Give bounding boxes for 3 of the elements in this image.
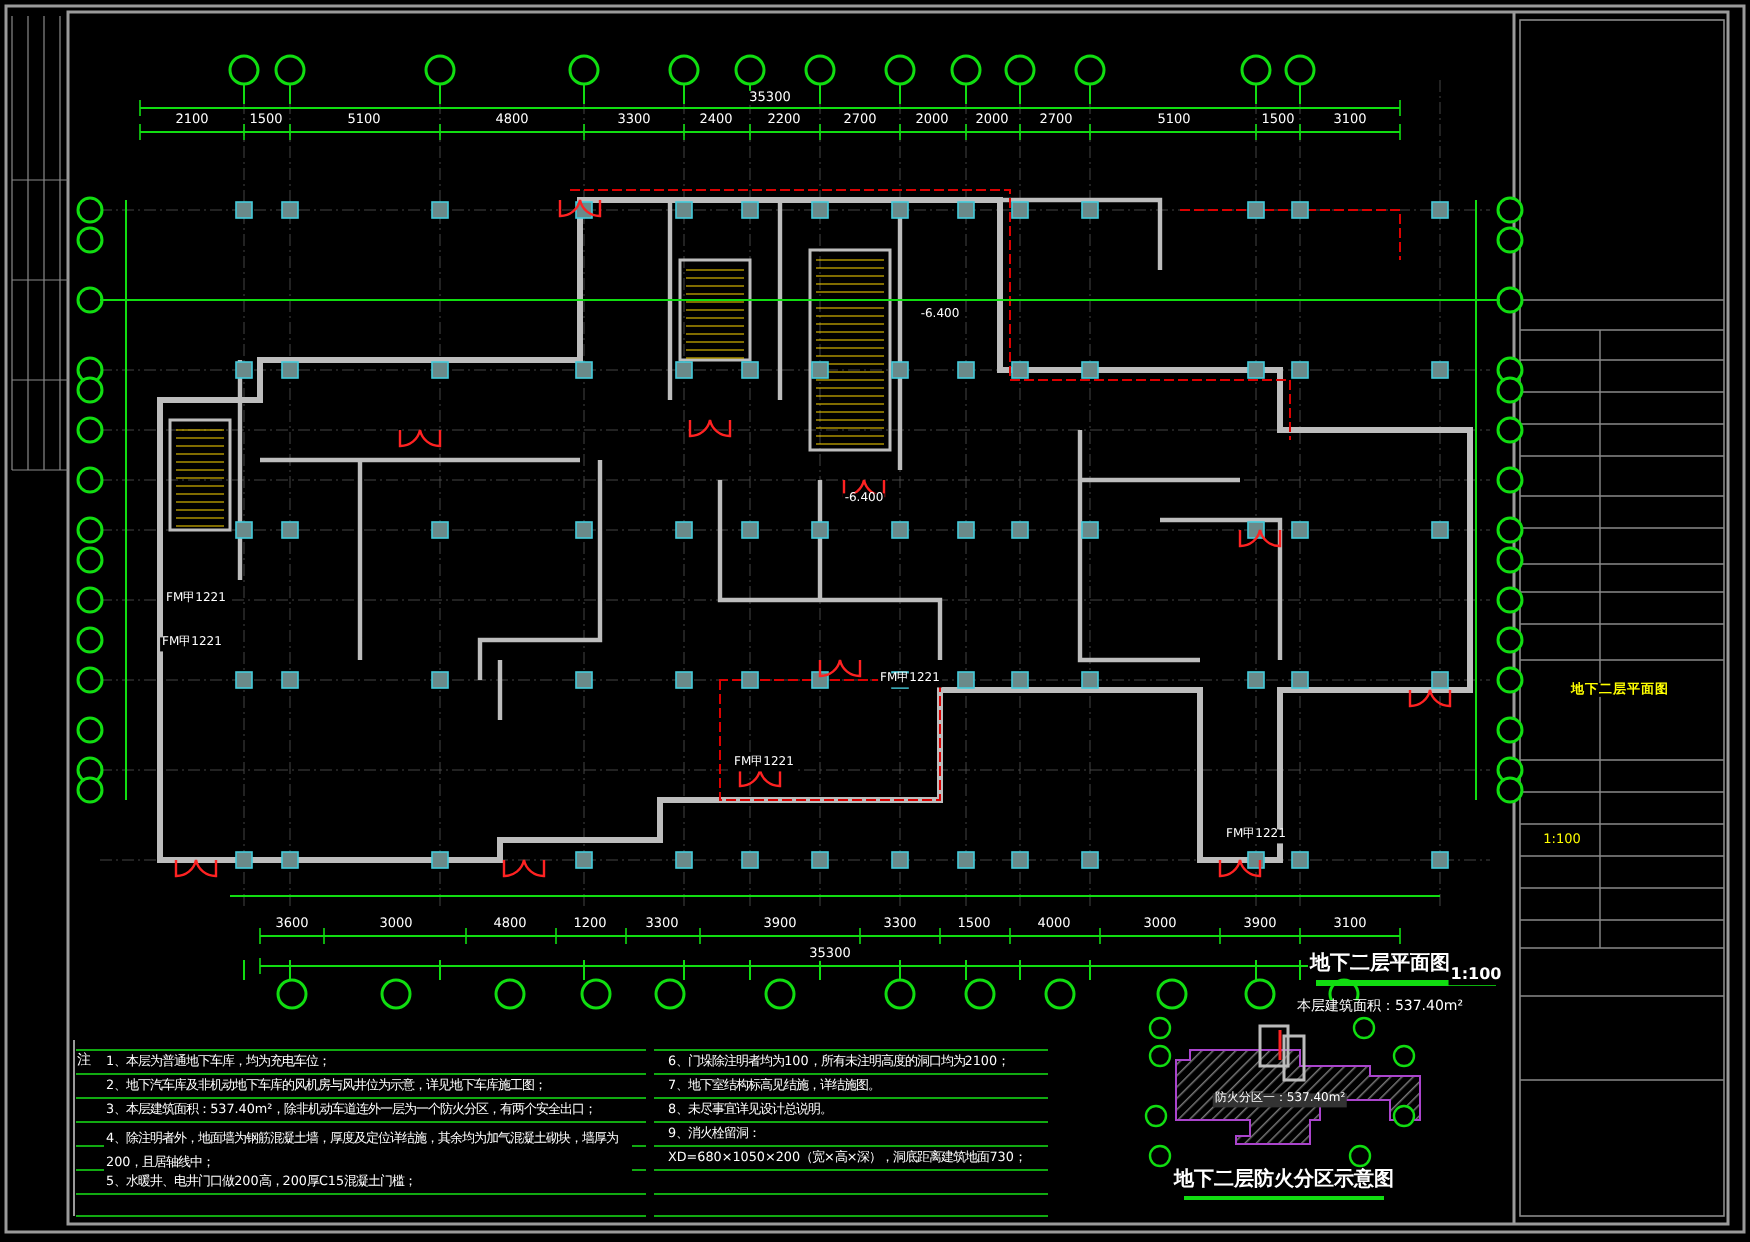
drawing-title: 地下二层防火分区示意图 bbox=[1172, 1169, 1396, 1191]
drawing-title: 地下二层平面图 bbox=[1308, 953, 1452, 975]
scale-label: 1:100 bbox=[1448, 967, 1504, 985]
